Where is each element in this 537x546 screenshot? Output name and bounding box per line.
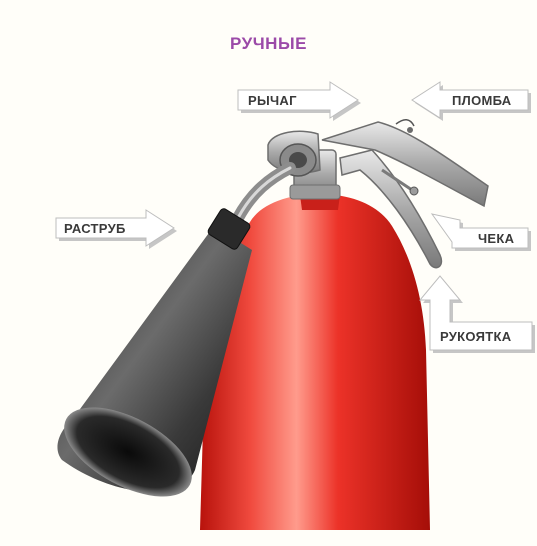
diagram-title: РУЧНЫЕ [0, 34, 537, 54]
label-handle: РУКОЯТКА [440, 329, 511, 344]
label-lever: РЫЧАГ [248, 93, 297, 108]
label-nozzle: РАСТРУБ [64, 221, 126, 236]
label-pin: ЧЕКА [478, 231, 514, 246]
label-seal: ПЛОМБА [452, 93, 511, 108]
